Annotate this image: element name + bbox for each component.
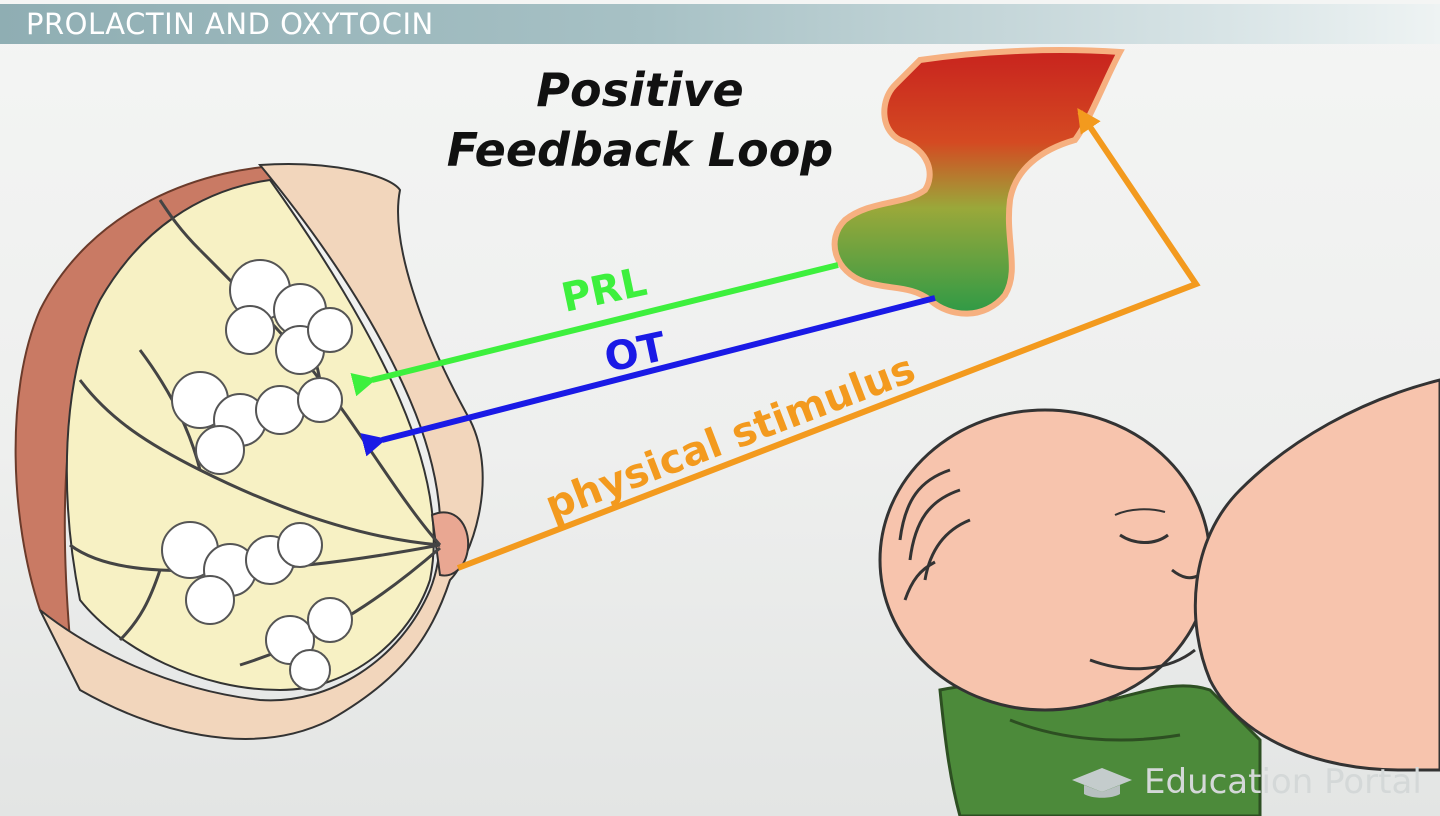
diagram-heading: Positive Feedback Loop: [440, 60, 840, 180]
heading-line-2: Feedback Loop: [446, 123, 834, 177]
stimulus-arrow: [456, 108, 1201, 571]
breast-skin: [39, 163, 484, 740]
baby-closed-eye: [1119, 533, 1169, 544]
heading-line-1: Positive: [536, 63, 744, 117]
ot-label: OT: [601, 324, 671, 382]
education-portal-watermark: Education Portal: [1070, 762, 1422, 802]
baby-eyebrow: [1114, 508, 1166, 516]
graduation-cap-icon: [1072, 768, 1132, 798]
breast-cross-section: [14, 163, 484, 740]
baby-hair: [898, 468, 971, 601]
blanket-fold: [1009, 718, 1181, 742]
milk-lobules: [161, 259, 353, 691]
ot-arrow: [360, 295, 936, 457]
stimulus-label: physical stimulus: [539, 346, 921, 529]
title-bar: PROLACTIN AND OXYTOCIN: [0, 4, 1440, 44]
mother-breast: [1193, 378, 1440, 772]
nursing-baby-illustration: [878, 378, 1440, 816]
watermark-text: Education Portal: [1144, 762, 1422, 802]
nipple: [430, 511, 470, 577]
pituitary-gland: [831, 47, 1125, 317]
slide-title: PROLACTIN AND OXYTOCIN: [26, 7, 434, 41]
prl-arrow: [350, 262, 839, 397]
baby-chin: [1089, 648, 1196, 671]
